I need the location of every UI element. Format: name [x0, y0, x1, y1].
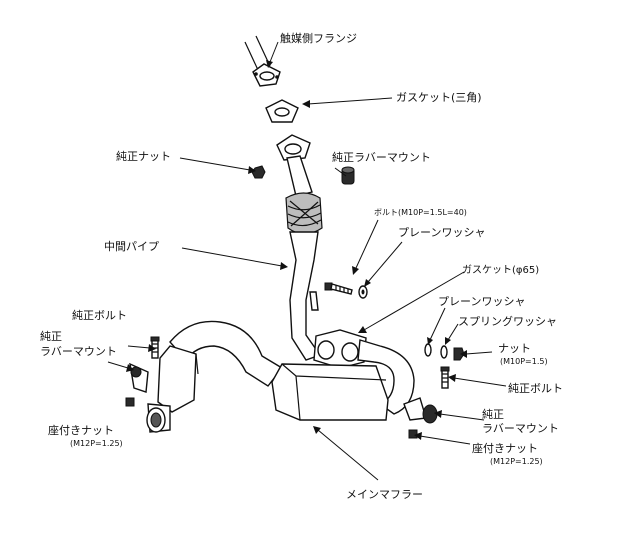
gasket-triangle — [265, 99, 299, 123]
label-spring-washer: スプリングワッシャ — [458, 314, 557, 328]
gasket-65 — [313, 329, 367, 369]
catalyst-flange — [244, 35, 281, 87]
label-stock-rubber-mount-left-2: ラバーマウント — [40, 345, 117, 358]
bolt — [324, 282, 353, 295]
mid-pipe — [285, 155, 323, 361]
label-catalyst-flange: 触媒側フランジ — [280, 31, 357, 45]
seated-nut-left — [125, 397, 135, 407]
label-stock-bolt-right: 純正ボルト — [508, 382, 563, 395]
label-mid-pipe: 中間パイプ — [104, 240, 159, 253]
stock-rubber-mount-right — [403, 397, 438, 424]
label-bolt: ボルト(M10P=1.5L=40) — [374, 208, 467, 217]
label-stock-rubber-mount-right-1: 純正 — [482, 408, 504, 421]
plain-washer-right — [424, 343, 432, 357]
label-stock-rubber-mount-top: 純正ラバーマウント — [332, 151, 431, 164]
label-seated-nut-left-spec: (M12P=1.25) — [70, 439, 123, 448]
label-seated-nut-right-spec: (M12P=1.25) — [490, 457, 543, 466]
label-plain-washer-right: プレーンワッシャ — [438, 295, 525, 308]
mid-pipe-flange — [276, 134, 311, 161]
label-main-muffler: メインマフラー — [346, 488, 423, 501]
spring-washer — [440, 345, 448, 359]
nut — [453, 347, 465, 361]
plain-washer-top — [358, 285, 368, 299]
label-nut-spec: (M10P=1.5) — [500, 357, 548, 366]
label-stock-rubber-mount-right-2: ラバーマウント — [482, 422, 559, 435]
label-seated-nut-left: 座付きナット — [48, 423, 114, 437]
label-stock-bolt-left: 純正ボルト — [72, 309, 127, 322]
main-muffler-assembly — [146, 320, 415, 433]
stock-nut-top — [251, 165, 266, 179]
stock-rubber-mount-left — [129, 362, 149, 393]
label-gasket-65: ガスケット(φ65) — [462, 264, 539, 276]
label-stock-nut-top: 純正ナット — [116, 150, 171, 163]
seated-nut-right — [408, 429, 418, 439]
leader-lines — [107, 41, 507, 481]
label-gasket-triangle: ガスケット(三角) — [396, 91, 482, 104]
label-plain-washer-top: プレーンワッシャ — [398, 226, 485, 239]
stock-bolt-right — [440, 366, 450, 389]
stock-rubber-mount-top — [341, 166, 355, 185]
label-nut: ナット — [498, 342, 531, 355]
label-stock-rubber-mount-left-1: 純正 — [40, 330, 62, 343]
label-seated-nut-right: 座付きナット — [472, 441, 538, 455]
